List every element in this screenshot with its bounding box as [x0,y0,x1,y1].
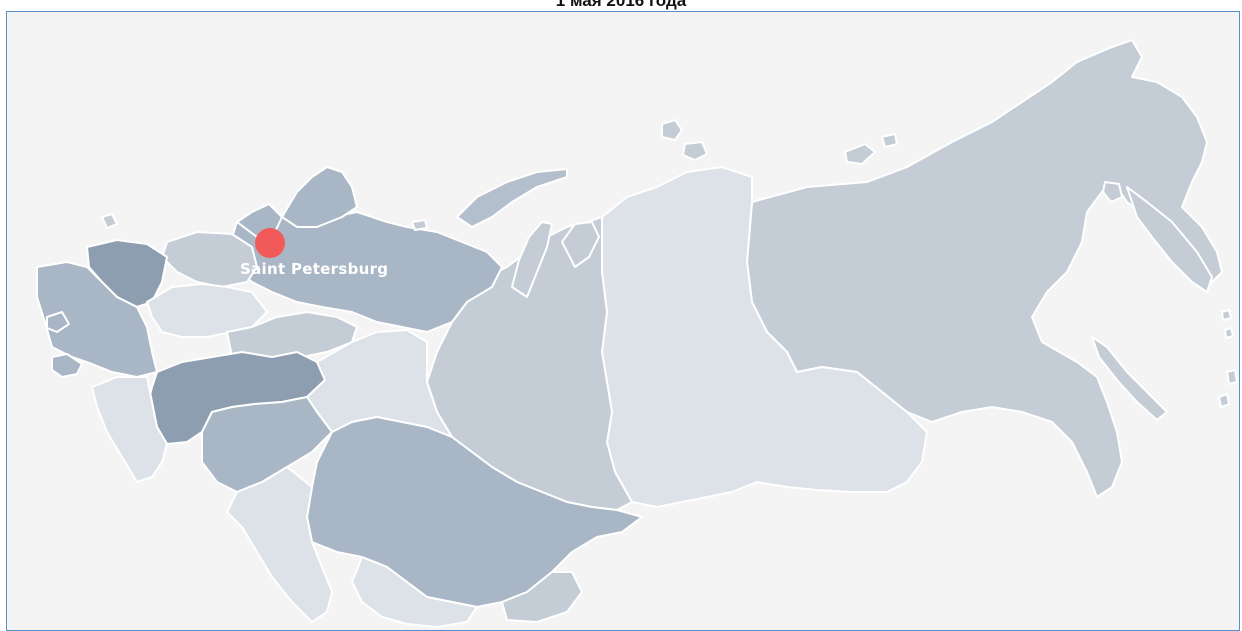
region-island-5[interactable] [1102,181,1123,203]
russia-map[interactable]: Saint Petersburg [7,12,1240,631]
region-island-9[interactable] [1218,393,1230,408]
region-yamal[interactable] [511,221,553,298]
region-kazakhstan[interactable] [306,416,643,608]
map-frame: Saint Petersburg [6,11,1240,631]
region-island-7[interactable] [1224,327,1234,339]
region-island-11[interactable] [411,219,428,231]
region-island-2[interactable] [682,141,708,161]
region-novaya-zemlya[interactable] [456,168,568,228]
region-central-north[interactable] [161,231,258,288]
region-kamchatka[interactable] [1126,186,1213,293]
city-label-saint-petersburg: Saint Petersburg [240,260,388,278]
region-island-4[interactable] [881,133,898,148]
region-sakhalin[interactable] [1091,336,1168,421]
region-kaliningrad[interactable] [46,311,70,333]
region-island-1[interactable] [661,119,683,141]
region-crimea[interactable] [51,353,83,378]
region-caucasus[interactable] [201,396,333,493]
region-central-asia-south[interactable] [351,556,478,628]
region-central-asia-west[interactable] [226,466,333,623]
region-kola[interactable] [281,166,358,228]
page-title: 1 мая 2016 года [555,0,687,10]
region-south-light[interactable] [91,376,168,483]
location-dot-icon[interactable] [255,228,285,258]
region-island-3[interactable] [844,143,876,165]
region-island-8[interactable] [1226,369,1238,385]
region-island-10[interactable] [101,213,118,229]
region-central-asia-east[interactable] [501,571,583,623]
region-island-6[interactable] [1221,309,1232,321]
region-gydan[interactable] [561,221,600,268]
